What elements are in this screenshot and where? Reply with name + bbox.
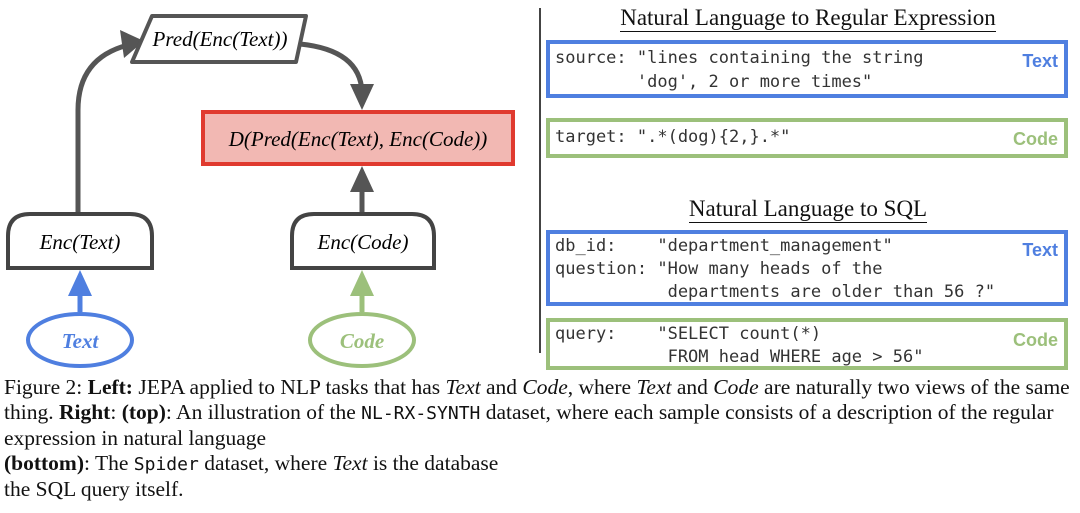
code-input-arrowhead	[350, 270, 374, 296]
text-input-arrowhead	[68, 270, 92, 296]
enc-code-node: Enc(Code)	[290, 212, 436, 270]
svg-text:Enc(Text): Enc(Text)	[39, 230, 121, 254]
text-tag: Text	[1022, 240, 1058, 260]
enc-text-node: Enc(Text)	[6, 212, 154, 270]
code-tag: Code	[1013, 330, 1058, 350]
svg-text:Enc(Code): Enc(Code)	[317, 230, 409, 254]
pred-to-disc-arrow	[299, 41, 365, 93]
bottom-label: (bottom)	[4, 451, 85, 475]
text-tag: Text	[1022, 51, 1058, 71]
left-label: Left:	[87, 375, 133, 399]
right-label: Right	[58, 400, 111, 424]
sql-dbid-line: db_id: "department_management"	[555, 236, 893, 256]
sql-question-box: db_id: "department_management" question:…	[546, 230, 1068, 306]
figure-label: Figure 2:	[4, 375, 83, 399]
text-input-node: Text	[26, 312, 134, 368]
regex-target-box: target: ".*(dog){2,}.*" Code	[546, 118, 1068, 158]
dataset-spider: Spider	[133, 454, 199, 475]
sql-question-line2: departments are older than 56 ?"	[555, 282, 996, 302]
enc-to-pred-arrowhead	[120, 30, 144, 58]
obscured-region	[588, 449, 1080, 499]
svg-text:Text: Text	[62, 329, 100, 353]
panel-divider	[539, 8, 541, 353]
regex-source-line2: 'dog', 2 or more times"	[555, 72, 873, 92]
sql-query-line1: query: "SELECT count(*)	[555, 324, 822, 344]
regex-target-line: target: ".*(dog){2,}.*"	[555, 127, 791, 147]
pred-node: Pred(Enc(Text))	[130, 14, 308, 64]
pred-to-disc-arrowhead	[350, 84, 374, 110]
jepa-diagram: Pred(Enc(Text)) D(Pred(Enc(Text), Enc(Co…	[6, 14, 515, 368]
enc-to-pred-arrow	[75, 42, 129, 215]
enc-code-to-disc-arrowhead	[350, 166, 374, 192]
sql-section-title: Natural Language to SQL	[688, 196, 928, 223]
svg-text:D(Pred(Enc(Text), Enc(Code)): D(Pred(Enc(Text), Enc(Code))	[228, 127, 488, 151]
figure-caption: Figure 2: Left: JEPA applied to NLP task…	[4, 375, 1070, 501]
svg-text:Pred(Enc(Text)): Pred(Enc(Text))	[152, 27, 288, 51]
regex-source-line1: source: "lines containing the string	[555, 48, 924, 68]
sql-query-line2: FROM head WHERE age > 56"	[555, 347, 924, 367]
sql-question-line1: question: "How many heads of the	[555, 259, 883, 279]
sql-query-box: query: "SELECT count(*) FROM head WHERE …	[546, 318, 1068, 370]
svg-text:Code: Code	[340, 329, 384, 353]
top-label: (top)	[121, 400, 166, 424]
discriminator-node: D(Pred(Enc(Text), Enc(Code))	[201, 110, 515, 166]
regex-source-box: source: "lines containing the string 'do…	[546, 40, 1068, 98]
regex-section-title: Natural Language to Regular Expression	[620, 5, 996, 32]
code-input-node: Code	[308, 312, 416, 368]
code-tag: Code	[1013, 129, 1058, 149]
dataset-nlrx: NL-RX-SYNTH	[361, 403, 481, 424]
